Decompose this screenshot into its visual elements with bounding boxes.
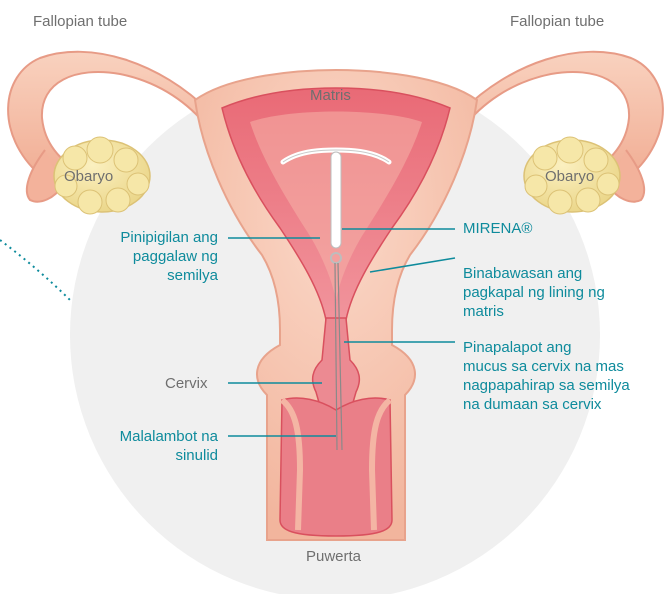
label-cervix: Cervix xyxy=(165,374,208,393)
label-obaryo-left: Obaryo xyxy=(64,167,113,186)
label-mirena: MIRENA® xyxy=(463,219,532,238)
label-fallopian-tube-right: Fallopian tube xyxy=(510,12,604,31)
label-matris: Matris xyxy=(310,86,351,105)
label-fallopian-tube-left: Fallopian tube xyxy=(33,12,127,31)
label-malalambot: Malalambot na sinulid xyxy=(90,427,218,465)
label-pinipigilan: Pinipigilan ang paggalaw ng semilya xyxy=(100,228,218,285)
label-pinapalapot: Pinapalapot ang mucus sa cervix na mas n… xyxy=(463,338,630,414)
label-puwerta: Puwerta xyxy=(306,547,361,566)
dotted-pointer-line xyxy=(0,240,72,302)
label-binabawasan: Binabawasan ang pagkapal ng lining ng ma… xyxy=(463,264,605,321)
label-obaryo-right: Obaryo xyxy=(545,167,594,186)
